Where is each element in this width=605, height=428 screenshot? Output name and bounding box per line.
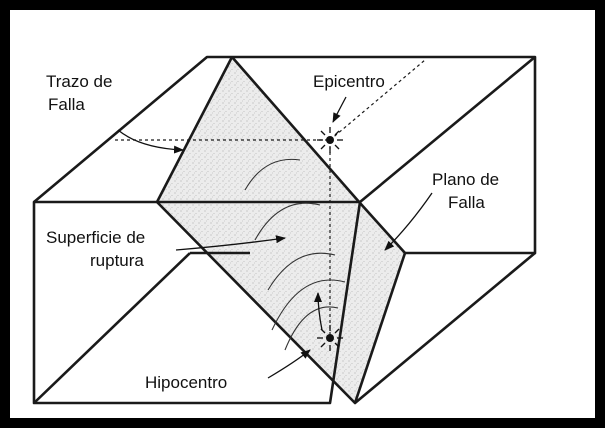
label-superficie-line2: ruptura — [90, 251, 144, 270]
wave-arc-1 — [244, 158, 301, 191]
wave-arc-5 — [284, 306, 339, 351]
label-epicentro: Epicentro — [313, 72, 385, 91]
hipocentro-up-arrow — [314, 292, 323, 331]
epicentro-arrow — [332, 96, 347, 123]
left-block-top-face — [33, 55, 232, 203]
left-block-front-face — [32, 200, 362, 405]
superficie-arrow — [175, 235, 286, 251]
label-superficie-line1: Superficie de — [46, 228, 145, 247]
right-block-top-edge — [232, 55, 537, 255]
plano-arrow — [384, 192, 433, 251]
fault-plane-outline — [156, 56, 407, 405]
label-plano-de-falla-line1: Plano de — [432, 170, 499, 189]
wave-arc-2 — [254, 202, 321, 241]
right-block-diagonal-edge — [359, 55, 536, 204]
hipocentro-arrow — [267, 349, 311, 379]
label-plano-de-falla-line2: Falla — [448, 193, 485, 212]
epicentre-star-icon — [317, 127, 343, 153]
hipocentre-star-icon — [317, 325, 343, 351]
label-trazo-de-falla-line1: Trazo de — [46, 72, 112, 91]
label-hipocentro: Hipocentro — [145, 373, 227, 392]
fault-trace-edge — [155, 56, 234, 203]
epicentre-diagonal-line — [329, 59, 426, 141]
wave-arc-4 — [271, 279, 346, 331]
label-trazo-de-falla-line2: Falla — [48, 95, 85, 114]
left-block-inner-edge — [33, 252, 191, 404]
right-block-bottom-edge — [354, 252, 536, 404]
wave-arc-3 — [267, 252, 336, 291]
trazo-arrow — [117, 129, 184, 154]
